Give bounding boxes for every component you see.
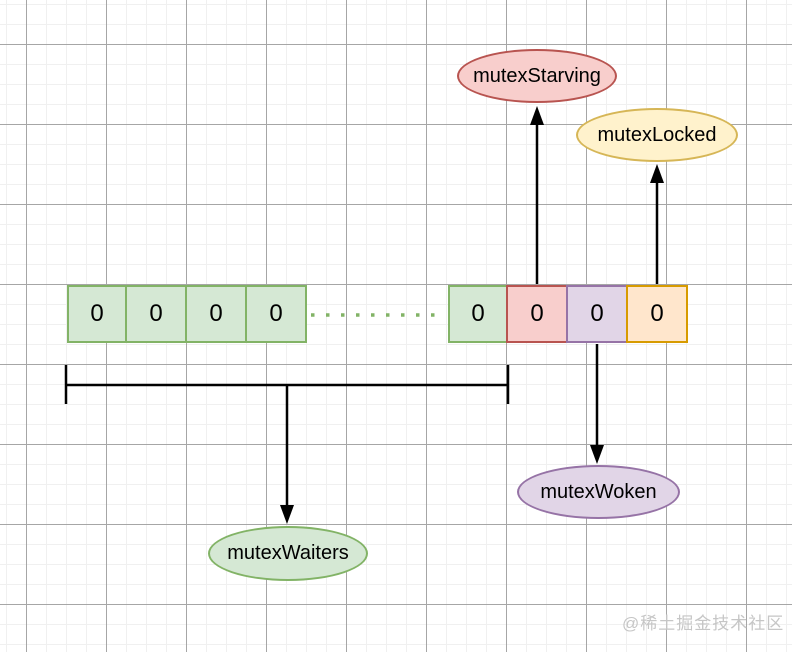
node-mutex-starving-label: mutexStarving xyxy=(473,64,601,87)
bit-box-woken: 0 xyxy=(566,285,628,343)
bit-box-locked: 0 xyxy=(626,285,688,343)
node-mutex-locked-label: mutexLocked xyxy=(597,123,717,146)
bit-value: 0 xyxy=(530,300,544,327)
node-mutex-locked: mutexLocked xyxy=(576,108,738,162)
bit-box-starving: 0 xyxy=(506,285,568,343)
bit-value: 0 xyxy=(90,300,104,327)
arrow-to-mutex-waiters xyxy=(280,385,294,524)
bit-value: 0 xyxy=(650,300,664,327)
node-mutex-woken-label: mutexWoken xyxy=(540,480,657,503)
bit-box: 0 xyxy=(448,285,508,343)
bit-value: 0 xyxy=(269,300,283,327)
bit-value: 0 xyxy=(209,300,223,327)
arrow-to-mutex-locked xyxy=(650,164,664,284)
node-mutex-waiters-label: mutexWaiters xyxy=(227,542,349,564)
bit-value: 0 xyxy=(471,300,485,327)
bit-box: 0 xyxy=(245,285,307,343)
bit-row-waiters: 0 0 0 0 xyxy=(67,285,307,343)
bit-box: 0 xyxy=(125,285,187,343)
bit-value: 0 xyxy=(590,300,604,327)
watermark: @稀土掘金技术社区 xyxy=(622,614,785,633)
bit-box: 0 xyxy=(185,285,247,343)
node-mutex-starving: mutexStarving xyxy=(457,49,617,103)
bit-row-flags: 0 0 0 0 xyxy=(448,285,688,343)
arrow-to-mutex-woken xyxy=(590,344,604,464)
bit-value: 0 xyxy=(149,300,163,327)
node-mutex-waiters: mutexWaiters xyxy=(208,526,368,581)
bit-box: 0 xyxy=(67,285,127,343)
arrow-to-mutex-starving xyxy=(530,106,544,284)
node-mutex-woken: mutexWoken xyxy=(517,465,680,519)
